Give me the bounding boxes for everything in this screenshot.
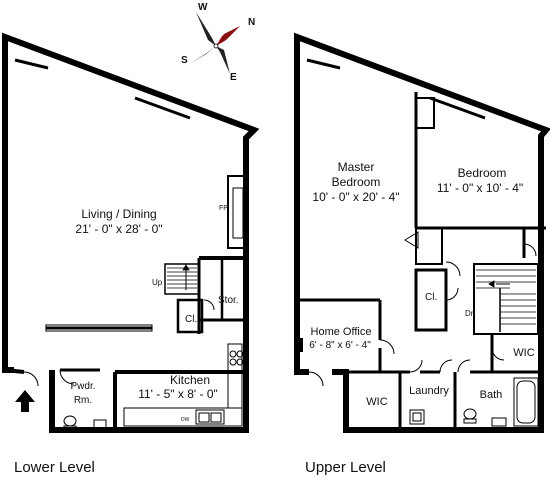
living-dining-label: Living / Dining	[81, 207, 156, 221]
laundry-label: Laundry	[409, 385, 449, 397]
pwdr-door-icon	[59, 369, 75, 385]
compass-w-label: W	[198, 2, 208, 13]
kitchen-label: Kitchen	[170, 373, 210, 387]
upper-level-walls	[294, 32, 550, 433]
powder-room-label-2: Rm.	[74, 395, 92, 406]
compass-e-label: E	[230, 72, 237, 83]
lower-stairs-icon	[167, 264, 197, 290]
lower-level-walls	[2, 32, 260, 433]
office-window-icon	[297, 338, 303, 352]
compass-n-label: N	[248, 17, 255, 28]
upper-level-plan: Master Bedroom 10' - 0" x 20' - 4" Bedro…	[294, 32, 550, 433]
master-door-icon	[445, 261, 461, 277]
master-bedroom-label-2: Bedroom	[332, 175, 381, 189]
lower-level-title: Lower Level	[14, 459, 95, 476]
bedroom-label: Bedroom	[458, 166, 507, 180]
powder-room-label: Pwdr.	[70, 381, 95, 392]
closet-door-icon	[445, 287, 459, 301]
dishwasher-label: DW	[181, 417, 190, 423]
entry-arrow-icon	[15, 390, 35, 412]
storage-label: Stor.	[218, 295, 239, 306]
hall-door-icon	[439, 359, 453, 373]
master-bedroom-size: 10' - 0" x 20' - 4"	[312, 190, 399, 204]
fireplace-label: FP	[219, 205, 228, 212]
home-office-size: 6' - 8" x 6' - 4"	[309, 340, 371, 351]
lower-entry-door-icon	[23, 371, 39, 387]
laundry-machine-icon	[409, 409, 425, 425]
compass-s-label: S	[181, 55, 188, 66]
toilet-icon	[463, 408, 507, 427]
wardrobe-door-icon	[404, 231, 419, 249]
upper-closet-label: Cl.	[425, 292, 437, 303]
lower-closet-label: Cl.	[185, 314, 197, 325]
bath-label: Bath	[480, 389, 503, 401]
lower-level-plan: Living / Dining 21' - 0" x 28' - 0" FP U…	[2, 32, 260, 433]
kitchen-size: 11' - 5" x 8' - 0"	[138, 387, 218, 401]
living-dining-size: 21' - 0" x 28' - 0"	[75, 222, 162, 236]
compass-rose-icon: N E S W	[181, 2, 255, 83]
home-office-label: Home Office	[311, 326, 372, 338]
toilet-icon	[63, 415, 107, 430]
wic-door-icon	[491, 347, 505, 361]
laundry-door-icon	[409, 359, 423, 373]
upper-stairs-icon	[476, 269, 536, 332]
bedroom-door-icon	[523, 243, 537, 257]
master-bedroom-label: Master	[338, 160, 375, 174]
office-door-icon	[379, 339, 395, 355]
bath-door-icon	[457, 359, 471, 373]
bedroom-size: 11' - 0" x 10' - 4"	[437, 181, 523, 195]
upper-level-title: Upper Level	[305, 459, 386, 476]
wic-left-label: WIC	[366, 396, 387, 408]
stairs-up-label: Up	[152, 278, 163, 287]
kitchen-counter	[123, 343, 244, 427]
closet-door-icon	[203, 299, 215, 311]
stairs-down-label: Dn	[465, 309, 475, 318]
bathtub-icon	[513, 377, 539, 427]
wic-right-label: WIC	[513, 347, 534, 359]
upper-entry-door-icon	[308, 371, 324, 387]
